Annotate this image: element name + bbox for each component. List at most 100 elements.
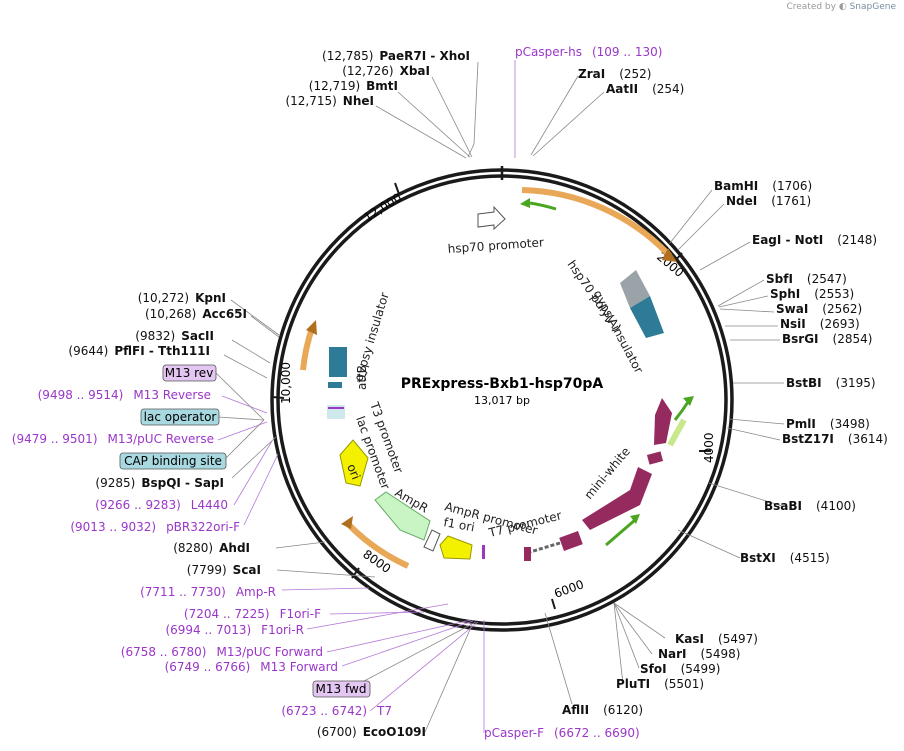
mini-white-intron (529, 541, 561, 554)
site-bstxi: BstXI(4515) (740, 551, 830, 565)
primer-m13-reverse: (9498 .. 9514)M13 Reverse (38, 388, 211, 402)
site-sfoi: SfoI(5499) (640, 662, 720, 676)
site-pmli: PmlI(3498) (786, 417, 870, 431)
mini-white-exon-4 (524, 547, 531, 561)
site-ahdi: (8280)AhdI (173, 541, 250, 555)
credit-prefix: Created by (786, 2, 836, 12)
primer-m13-forward: (6749 .. 6766)M13 Forward (165, 660, 338, 674)
tick-label-12000: 12,000 (361, 190, 404, 224)
hsp70-promoter-arrow (477, 205, 506, 231)
ampr-promoter-arrow (423, 529, 441, 552)
hsp70-polya-block (620, 270, 650, 308)
site-swai: SwaI(2562) (776, 302, 862, 316)
features (300, 187, 694, 569)
ori-arrow (339, 439, 369, 487)
box-cap-binding-site-label: CAP binding site (124, 454, 222, 468)
site-pluti: PluTI(5501) (616, 677, 704, 691)
box-m13-fwd-label: M13 fwd (316, 682, 367, 696)
site-nsii: NsiI(2693) (780, 317, 860, 331)
mini-white-exon-2 (582, 467, 652, 530)
green-arrowhead-bottom (630, 514, 640, 524)
primer-leader-lines (217, 60, 516, 733)
site-bstz17i: BstZ17I(3614) (782, 432, 888, 446)
green-arc-top (529, 201, 557, 211)
credit-brand: SnapGene (849, 2, 896, 12)
label-f1-ori: f1 ori (442, 515, 475, 534)
leader-lines (223, 61, 785, 733)
box-cap-binding-site (119, 452, 227, 470)
green-arc-bottom (605, 518, 636, 547)
site-eco0109i: (6700)EcoO109I (317, 725, 426, 739)
label-gypsy-insulator-left: gypsy insulator (351, 291, 391, 383)
green-arc-right-2 (667, 418, 687, 447)
box-lac-operator-label: lac operator (144, 410, 217, 424)
mini-white-arrow (654, 398, 672, 445)
label-attb: attB (355, 365, 369, 390)
attb-block (328, 382, 342, 388)
site-aatii: AatII(254) (606, 82, 684, 96)
site-bstbi: BstBI(3195) (786, 376, 876, 390)
f1-ori-arrow (439, 535, 473, 560)
primer-l4440: (9266 .. 9283)L4440 (95, 498, 228, 512)
box-leader-lines (215, 372, 477, 691)
site-ndei: NdeI(1761) (726, 194, 811, 208)
box-m13-rev-label: M13 rev (165, 366, 214, 380)
site-eagi-noti: EagI - NotI(2148) (752, 233, 877, 247)
orange-arc-left (300, 327, 315, 371)
mini-white-exon-3 (559, 531, 583, 551)
box-m13-fwd (312, 680, 371, 698)
plasmid-name: PRExpress-Bxb1-hsp70pA (401, 376, 604, 392)
site-nari: NarI(5498) (658, 647, 740, 661)
site-bmti: (12,719)BmtI (309, 79, 398, 93)
tick-label-10000: 10,000 (279, 362, 293, 404)
site-xbai: (12,726)XbaI (342, 64, 430, 78)
primer-f1ori-r: (6994 .. 7013)F1ori-R (165, 623, 304, 637)
gypsy-insulator-right-block (630, 296, 664, 338)
orange-arc-bottom (345, 521, 410, 569)
primer-t7: (6723 .. 6742)T7 (281, 704, 392, 718)
site-scai: (7799)ScaI (187, 563, 261, 577)
label-ori: ori (344, 462, 363, 482)
plasmid-backbone (270, 166, 734, 632)
orange-arrowhead-top (662, 248, 677, 262)
primer-m13-puc-reverse: (9479 .. 9501)M13/pUC Reverse (12, 432, 214, 446)
gypsy-insulator-left-block (329, 347, 347, 377)
primer-pbr322ori-f: (9013 .. 9032)pBR322ori-F (70, 520, 240, 534)
mini-white-exon-1 (646, 451, 664, 465)
primer-m13-puc-forward: (6758 .. 6780)M13/pUC Forward (121, 645, 323, 659)
snapgene-logo-icon: ◐ (838, 2, 847, 12)
green-arc-right (673, 401, 690, 421)
site-kasi: KasI(5497) (675, 632, 758, 646)
site-paer7i-xhoi: (12,785)PaeR7I - XhoI (322, 49, 470, 63)
tick-label-6000: 6000 (552, 577, 585, 601)
tick-marks (271, 182, 711, 610)
site-kpni: (10,272)KpnI (138, 291, 226, 305)
site-zrai: ZraI(252) (578, 67, 651, 81)
site-nhei: (12,715)NheI (285, 94, 374, 108)
plasmid-length: 13,017 bp (474, 394, 530, 407)
site-aflii: AflII(6120) (562, 703, 643, 717)
green-arrowhead-right (683, 396, 694, 406)
primer-f1ori-f: (7204 .. 7225)F1ori-F (184, 607, 321, 621)
box-lac-operator (140, 408, 220, 426)
credit: Created by ◐ SnapGene (786, 2, 896, 12)
primer-pcasper-f: pCasper-F(6672 .. 6690) (484, 726, 640, 740)
ampr-arrow (374, 491, 431, 541)
site-bsabi: BsaBI(4100) (764, 499, 856, 513)
orange-arrowhead-bottom (341, 516, 353, 529)
site-bsrgi: BsrGI(2854) (782, 332, 872, 346)
site-bamhi: BamHI(1706) (714, 179, 812, 193)
site-sphi: SphI(2553) (770, 287, 854, 301)
primer-amp-r: (7711 .. 7730)Amp-R (140, 585, 276, 599)
label-hsp70-promoter: hsp70 promoter (447, 235, 544, 256)
orange-arrowhead-left (306, 320, 317, 335)
primer-pcasper-hs: pCasper-hs(109 .. 130) (515, 45, 662, 59)
site-acc65i: (10,268)Acc65I (145, 307, 247, 321)
site-sbfi: SbfI(2547) (766, 272, 847, 286)
tick-label-4000: 4000 (702, 432, 716, 463)
site-sacii: (9832)SacII (135, 329, 214, 343)
primer-mark-t7 (482, 545, 485, 559)
site-pflfi: (9644)PflFI - Tth111I (68, 344, 210, 358)
site-bspqi: (9285)BspQI - SapI (95, 476, 224, 490)
